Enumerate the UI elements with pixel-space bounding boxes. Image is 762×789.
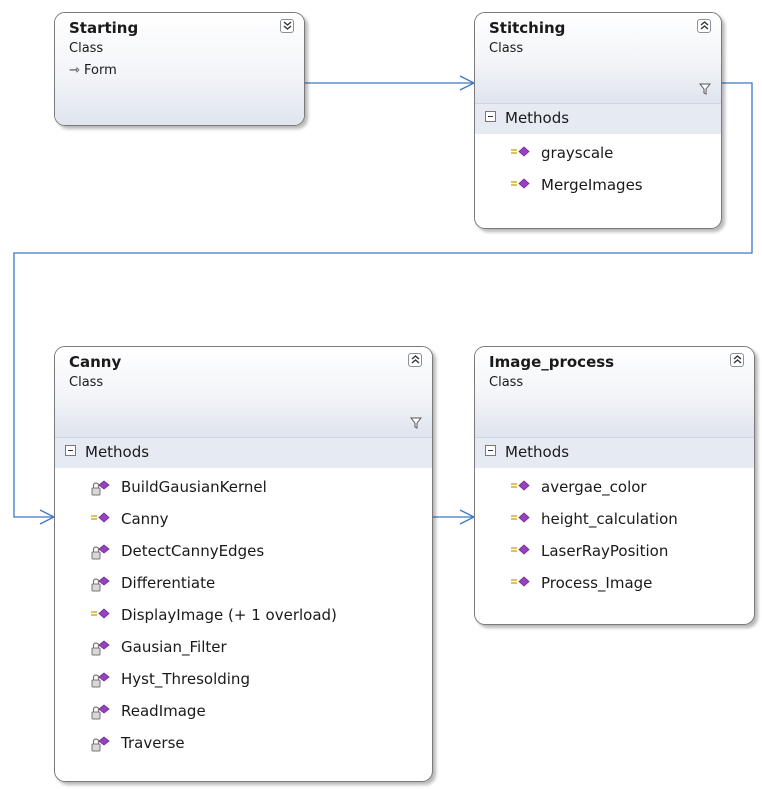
method-item[interactable]: Hyst_Thresolding	[55, 664, 432, 696]
method-item[interactable]: Process_Image	[475, 568, 754, 600]
section-label: Methods	[505, 109, 570, 127]
class-name: Image_process	[489, 353, 615, 371]
section-label: Methods	[85, 443, 150, 461]
section-collapse-toggle[interactable]	[485, 445, 496, 456]
class-base: ⇾ Form	[69, 63, 117, 78]
section-collapse-toggle[interactable]	[65, 445, 76, 456]
methods-section-header[interactable]: Methods	[475, 103, 721, 134]
class-kind: Class	[69, 375, 104, 390]
method-item[interactable]: ReadImage	[55, 696, 432, 728]
connector-stitching-canny	[13, 82, 753, 518]
private-method-icon	[91, 544, 110, 560]
chevron-double-up-icon	[411, 355, 420, 364]
private-method-icon	[91, 480, 110, 496]
method-item[interactable]: Canny	[55, 504, 432, 536]
public-method-icon	[511, 146, 530, 157]
method-label: DisplayImage (+ 1 overload)	[121, 606, 337, 624]
method-label: MergeImages	[541, 176, 643, 194]
inheritance-arrow-icon: ⇾	[69, 63, 80, 78]
method-item[interactable]: grayscale	[475, 138, 721, 170]
method-label: Canny	[121, 510, 169, 528]
public-method-icon	[511, 480, 530, 491]
class-canny-header: Canny Class	[55, 347, 432, 437]
method-label: height_calculation	[541, 510, 678, 528]
class-image-process-header: Image_process Class	[475, 347, 754, 437]
chevron-double-down-icon	[283, 21, 292, 30]
collapse-button[interactable]	[697, 19, 711, 33]
private-method-icon	[91, 736, 110, 752]
method-label: Hyst_Thresolding	[121, 670, 250, 688]
class-kind: Class	[489, 41, 524, 56]
method-label: DetectCannyEdges	[121, 542, 265, 560]
chevron-double-up-icon	[733, 355, 742, 364]
method-item[interactable]: LaserRayPosition	[475, 536, 754, 568]
method-label: Gausian_Filter	[121, 638, 227, 656]
private-method-icon	[91, 640, 110, 656]
section-label: Methods	[505, 443, 570, 461]
class-stitching-header: Stitching Class	[475, 13, 721, 103]
public-method-icon	[511, 512, 530, 523]
method-label: Process_Image	[541, 574, 653, 592]
private-method-icon	[91, 672, 110, 688]
method-item[interactable]: MergeImages	[475, 170, 721, 202]
method-label: avergae_color	[541, 478, 647, 496]
method-item[interactable]: Gausian_Filter	[55, 632, 432, 664]
method-item[interactable]: DetectCannyEdges	[55, 536, 432, 568]
section-collapse-toggle[interactable]	[485, 111, 496, 122]
method-label: Differentiate	[121, 574, 216, 592]
expand-button[interactable]	[280, 19, 294, 33]
collapse-button[interactable]	[730, 353, 744, 367]
class-starting-header: Starting Class ⇾ Form	[55, 13, 304, 125]
class-name: Canny	[69, 353, 122, 371]
class-name: Starting	[69, 19, 139, 37]
method-item[interactable]: Traverse	[55, 728, 432, 760]
public-method-icon	[91, 512, 110, 523]
public-method-icon	[511, 544, 530, 555]
method-label: ReadImage	[121, 702, 206, 720]
method-label: Traverse	[121, 734, 185, 752]
class-kind: Class	[489, 375, 524, 390]
method-label: grayscale	[541, 144, 614, 162]
public-method-icon	[91, 608, 110, 619]
collapse-button[interactable]	[408, 353, 422, 367]
method-item[interactable]: BuildGausianKernel	[55, 472, 432, 504]
filter-icon[interactable]	[699, 83, 711, 95]
method-label: LaserRayPosition	[541, 542, 669, 560]
class-name: Stitching	[489, 19, 566, 37]
base-class-label: Form	[84, 63, 117, 78]
class-kind: Class	[69, 41, 104, 56]
method-item[interactable]: height_calculation	[475, 504, 754, 536]
method-item[interactable]: avergae_color	[475, 472, 754, 504]
method-item[interactable]: DisplayImage (+ 1 overload)	[55, 600, 432, 632]
filter-icon[interactable]	[410, 417, 422, 429]
private-method-icon	[91, 576, 110, 592]
methods-section-header[interactable]: Methods	[55, 437, 432, 468]
method-label: BuildGausianKernel	[121, 478, 267, 496]
public-method-icon	[511, 178, 530, 189]
class-image-process[interactable]: Image_process Class Methods avergae_colo…	[474, 346, 755, 625]
private-method-icon	[91, 704, 110, 720]
class-starting[interactable]: Starting Class ⇾ Form	[54, 12, 305, 126]
methods-section-header[interactable]: Methods	[475, 437, 754, 468]
public-method-icon	[511, 576, 530, 587]
chevron-double-up-icon	[700, 21, 709, 30]
method-item[interactable]: Differentiate	[55, 568, 432, 600]
